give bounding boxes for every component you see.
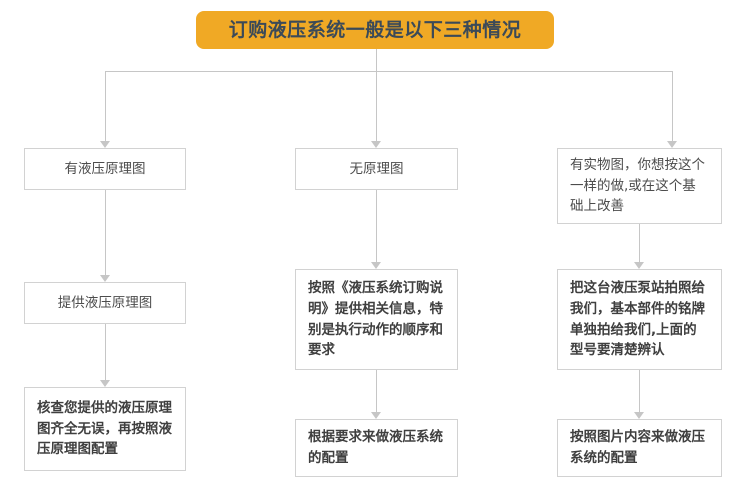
- node-branch2-step3[interactable]: 根据要求来做液压系统的配置: [295, 419, 458, 477]
- node-label: 根据要求来做液压系统的配置: [308, 429, 443, 466]
- node-label: 把这台液压泵站拍照给我们，基本部件的铭牌单独拍给我们,上面的型号要清楚辨认: [570, 279, 705, 359]
- connector-branch3-row1-row2: [639, 224, 640, 262]
- flowchart-title-text: 订购液压系统一般是以下三种情况: [228, 18, 522, 41]
- arrow-branch1-row3: [100, 380, 110, 387]
- connector-branch1-row1-row2: [105, 190, 106, 275]
- node-branch3-step3[interactable]: 按照图片内容来做液压系统的配置: [557, 419, 722, 477]
- connector-root-stem: [376, 49, 377, 71]
- connector-branch1-drop: [105, 71, 106, 141]
- node-label: 按照图片内容来做液压系统的配置: [570, 429, 705, 466]
- arrow-branch1-row2: [100, 275, 110, 282]
- connector-branch3-row2-row3: [639, 370, 640, 412]
- node-label: 核查您提供的液压原理图齐全无误，再按照液压原理图配置: [37, 399, 172, 458]
- connector-branch2-row2-row3: [376, 370, 377, 412]
- connector-branch2-drop: [376, 71, 377, 141]
- node-label: 提供液压原理图: [57, 294, 153, 311]
- arrow-branch3-row1: [667, 141, 677, 148]
- node-branch3-step2[interactable]: 把这台液压泵站拍照给我们，基本部件的铭牌单独拍给我们,上面的型号要清楚辨认: [557, 269, 722, 370]
- node-label: 有液压原理图: [64, 160, 146, 177]
- connector-branch2-row1-row2: [376, 190, 377, 262]
- node-label: 有实物图，你想按这个一样的做,或在这个基础上改善: [570, 156, 705, 215]
- node-label: 无原理图: [349, 160, 404, 177]
- node-branch2-step2[interactable]: 按照《液压系统订购说明》提供相关信息，特别是执行动作的顺序和要求: [295, 269, 458, 370]
- connector-branch1-row2-row3: [105, 324, 106, 380]
- flowchart-title-badge: 订购液压系统一般是以下三种情况: [196, 11, 554, 49]
- arrow-branch2-row2: [371, 262, 381, 269]
- node-branch1-step3[interactable]: 核查您提供的液压原理图齐全无误，再按照液压原理图配置: [24, 387, 186, 471]
- node-branch1-step2[interactable]: 提供液压原理图: [24, 282, 186, 324]
- arrow-branch2-row3: [371, 412, 381, 419]
- arrow-branch3-row3: [634, 412, 644, 419]
- arrow-branch1-row1: [100, 141, 110, 148]
- node-label: 按照《液压系统订购说明》提供相关信息，特别是执行动作的顺序和要求: [308, 279, 443, 359]
- node-branch1-step1[interactable]: 有液压原理图: [24, 148, 186, 190]
- connector-split-bar: [105, 71, 672, 72]
- arrow-branch2-row1: [371, 141, 381, 148]
- node-branch2-step1[interactable]: 无原理图: [295, 148, 458, 190]
- arrow-branch3-row2: [634, 262, 644, 269]
- connector-branch3-drop: [672, 71, 673, 141]
- node-branch3-step1[interactable]: 有实物图，你想按这个一样的做,或在这个基础上改善: [557, 148, 722, 224]
